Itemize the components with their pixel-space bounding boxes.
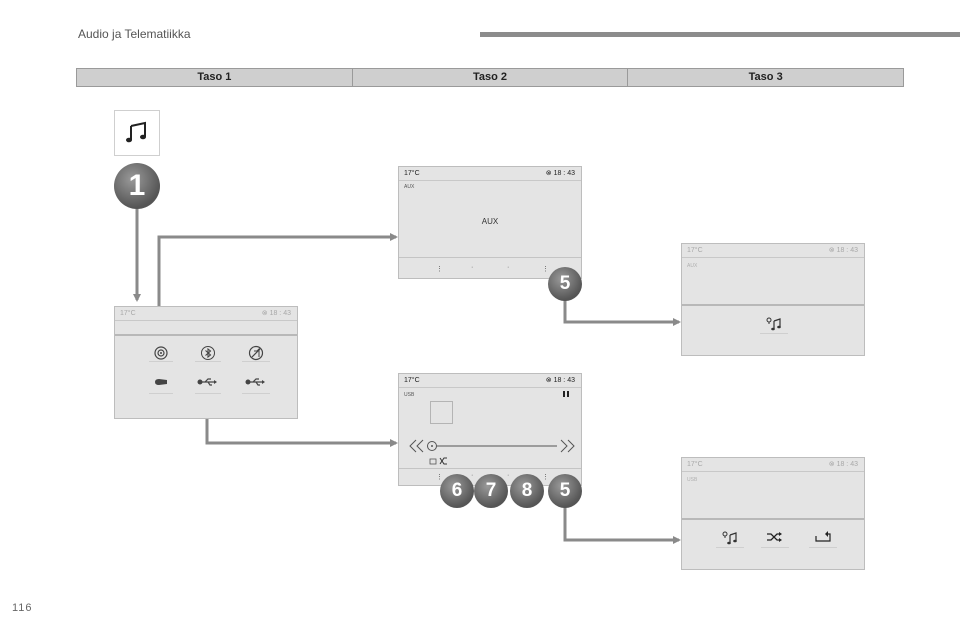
status-bar: 17°C ⊗ 18 : 43: [682, 244, 864, 258]
clock-readout: ⊗ 18 : 43: [828, 461, 858, 468]
status-bar: 17°C ⊗ 18 : 43: [399, 374, 581, 388]
softkey-tick: ⋮: [436, 474, 443, 481]
status-bar: 17°C ⊗ 18 : 43: [399, 167, 581, 181]
pause-icon[interactable]: [562, 390, 570, 398]
step-badge-7: 7: [474, 474, 508, 508]
icon-underline: [149, 393, 173, 394]
softkey-tick: ·: [507, 472, 510, 479]
usb-icon[interactable]: [197, 377, 217, 387]
section-title: Audio ja Telematiikka: [78, 27, 191, 41]
temperature-readout: 17°C: [687, 247, 703, 254]
bluetooth-icon[interactable]: [200, 345, 216, 361]
header-rule: [480, 32, 960, 37]
screen-divider: [399, 257, 581, 258]
level1-media-menu-screen: 17°C ⊗ 18 : 43: [114, 306, 298, 419]
icon-underline: [195, 361, 221, 362]
softkey-tick: ·: [471, 264, 474, 271]
icon-underline: [149, 361, 173, 362]
clock-readout: ⊗ 18 : 43: [261, 310, 291, 317]
temperature-readout: 17°C: [404, 377, 420, 384]
icon-underline: [242, 393, 270, 394]
level2-usb-screen: 17°C ⊗ 18 : 43 USB ⋮ · · ⋮: [398, 373, 582, 486]
radio-icon[interactable]: [153, 345, 169, 361]
softkey-tick: ·: [507, 264, 510, 271]
source-label: USB: [404, 392, 415, 398]
screen-divider: [682, 304, 864, 306]
softkey-tick: ⋮: [542, 474, 549, 481]
softkey-tick: ⋮: [542, 266, 549, 273]
previous-icon: [409, 439, 424, 453]
icon-underline: [809, 547, 837, 548]
shuffle-icon[interactable]: [429, 456, 451, 466]
level-header-row: Taso 1 Taso 2 Taso 3: [76, 68, 904, 87]
screen-divider: [399, 468, 581, 469]
level3-aux-settings-screen: 17°C ⊗ 18 : 43 AUX: [681, 243, 865, 356]
icon-underline: [716, 547, 744, 548]
icon-underline: [195, 393, 221, 394]
mute-icon[interactable]: [248, 345, 264, 361]
shuffle-icon[interactable]: [766, 532, 782, 542]
step-badge-8: 8: [510, 474, 544, 508]
aux-jack-icon[interactable]: [153, 377, 169, 387]
status-bar: 17°C ⊗ 18 : 43: [682, 458, 864, 472]
arrow-usb-to-level3: [563, 503, 681, 544]
music-note-icon: [126, 121, 146, 143]
icon-underline: [761, 547, 789, 548]
softkey-tick: ⋮: [436, 266, 443, 273]
repeat-icon[interactable]: [814, 531, 832, 543]
page-number: 116: [12, 602, 33, 614]
temperature-readout: 17°C: [120, 310, 136, 317]
screen-divider: [682, 518, 864, 520]
music-settings-icon[interactable]: [722, 531, 738, 545]
clock-readout: ⊗ 18 : 43: [545, 377, 575, 384]
step-badge-usb-5: 5: [548, 474, 582, 508]
status-bar: 17°C ⊗ 18 : 43: [115, 307, 297, 321]
temperature-readout: 17°C: [404, 170, 420, 177]
level2-aux-screen: 17°C ⊗ 18 : 43 AUX AUX ⋮ · · ⋮: [398, 166, 582, 279]
softkey-tick: ·: [471, 472, 474, 479]
aux-center-label: AUX: [481, 217, 499, 226]
clock-readout: ⊗ 18 : 43: [545, 170, 575, 177]
arrow-aux-to-level3: [563, 296, 681, 326]
level-2-header: Taso 2: [351, 69, 628, 86]
level-1-header: Taso 1: [197, 71, 232, 83]
next-icon: [560, 439, 575, 453]
temperature-readout: 17°C: [687, 461, 703, 468]
source-label: AUX: [404, 184, 415, 190]
level3-usb-settings-screen: 17°C ⊗ 18 : 43 USB: [681, 457, 865, 570]
source-label: AUX: [687, 263, 698, 269]
clock-readout: ⊗ 18 : 43: [828, 247, 858, 254]
step-badge-6: 6: [440, 474, 474, 508]
track-progress-bar[interactable]: [407, 438, 577, 454]
icon-underline: [242, 361, 270, 362]
source-label: USB: [687, 477, 698, 483]
step-badge-1: 1: [114, 163, 160, 209]
media-source-button[interactable]: [114, 110, 160, 156]
level-3-header: Taso 3: [627, 69, 903, 86]
album-art-thumbnail: [430, 401, 453, 424]
icon-underline: [760, 333, 788, 334]
usb-icon[interactable]: [245, 377, 265, 387]
step-badge-aux-5: 5: [548, 267, 582, 301]
music-settings-icon[interactable]: [766, 317, 782, 331]
screen-divider: [115, 334, 297, 336]
